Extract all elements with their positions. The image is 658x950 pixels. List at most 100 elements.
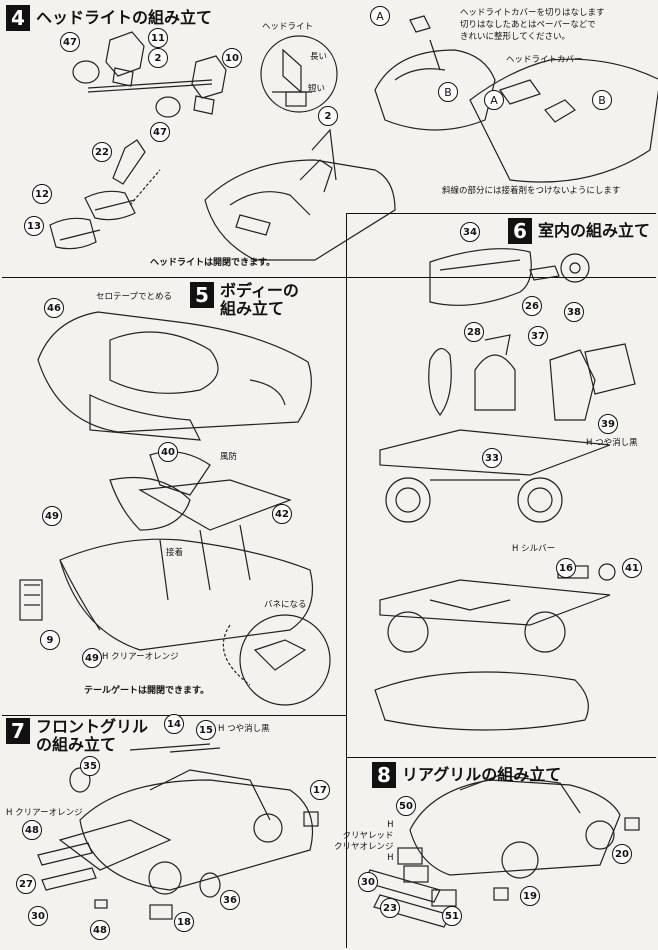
callout-49: 49	[42, 506, 62, 526]
step-6-title: 室内の組み立て	[538, 221, 651, 240]
body-with-hood	[37, 311, 312, 441]
callout-A: A	[370, 6, 390, 26]
headlight-detail	[260, 35, 338, 113]
cover-instruction-2: 切りはなしたあとはペーパーなどで	[460, 20, 596, 30]
short-label: 短い	[308, 84, 326, 94]
paint-code-16: H シルバー	[512, 544, 555, 555]
callout-36: 36	[220, 890, 240, 910]
headlight-cover-label: ヘッドライトカバー	[506, 55, 583, 65]
callout-47: 47	[150, 122, 170, 142]
callout-22: 22	[92, 142, 112, 162]
callout-46: 46	[44, 298, 64, 318]
step-7-title: フロントグリル の組み立て	[36, 718, 148, 754]
callout-18: 18	[174, 912, 194, 932]
step-4-header: 4 ヘッドライトの組み立て	[6, 5, 212, 31]
silver-label: シルバー	[521, 544, 556, 554]
callout-16: 16	[556, 558, 576, 578]
headlight-parts	[49, 31, 227, 250]
callout-23: 23	[380, 898, 400, 918]
callout-B: B	[592, 90, 612, 110]
callout-49: 49	[82, 648, 102, 668]
seats-parts	[428, 334, 636, 421]
callout-26: 26	[522, 296, 542, 316]
callout-40: 40	[158, 442, 178, 462]
chassis-upper	[379, 429, 611, 523]
headlight-opens-note: ヘッドライトは開閉できます。	[150, 258, 276, 268]
callout-39: 39	[598, 414, 618, 434]
step-5-title: ボディーの 組み立て	[220, 282, 299, 318]
step-5-title-line-2: 組み立て	[220, 299, 285, 318]
step-8-header: 8 リアグリルの組み立て	[372, 762, 561, 788]
callout-37: 37	[528, 326, 548, 346]
callout-33: 33	[482, 448, 502, 468]
callout-50: 50	[396, 796, 416, 816]
callout-17: 17	[310, 780, 330, 800]
callout-11: 11	[148, 28, 168, 48]
spring-label: バネになる	[264, 600, 307, 610]
callout-15: 15	[196, 720, 216, 740]
front-car	[37, 743, 319, 920]
cover-instruction-1: ヘッドライトカバーを切りはなします	[460, 8, 605, 18]
clear-orange-label: クリアーオレンジ	[15, 808, 83, 818]
callout-14: 14	[164, 714, 184, 734]
callout-51: 51	[442, 906, 462, 926]
callout-A: A	[484, 90, 504, 110]
tailgate-opens-note: テールゲートは開閉できます。	[84, 686, 210, 696]
callout-35: 35	[80, 756, 100, 776]
callout-27: 27	[16, 874, 36, 894]
step-6-header: 6 室内の組み立て	[508, 218, 650, 244]
body-top-view	[374, 15, 658, 183]
h-code: H	[6, 808, 13, 818]
callout-41: 41	[622, 558, 642, 578]
long-label: 長い	[310, 52, 328, 62]
callout-13: 13	[24, 216, 44, 236]
no-glue-note: 斜線の部分には接着剤をつけないようにします	[442, 186, 621, 196]
body-exploded	[19, 451, 314, 651]
step-5-header: 5 ボディーの 組み立て	[190, 282, 299, 318]
h-code: H	[512, 544, 519, 554]
step-8-number: 8	[372, 762, 396, 788]
callout-42: 42	[272, 504, 292, 524]
callout-48: 48	[22, 820, 42, 840]
callout-47: 47	[60, 32, 80, 52]
h-code: H	[586, 438, 593, 448]
callout-19: 19	[520, 886, 540, 906]
paint-code-48: H クリアーオレンジ	[6, 808, 83, 819]
h-code: H	[218, 724, 225, 734]
windbreak-label: 風防	[220, 452, 238, 462]
matte-black-label: つや消し黒	[595, 438, 638, 448]
step-7-header: 7 フロントグリル の組み立て	[6, 718, 148, 754]
step-8-title: リアグリルの組み立て	[402, 765, 562, 784]
clear-orange-label: クリアーオレンジ	[111, 652, 179, 662]
callout-34: 34	[460, 222, 480, 242]
callout-48: 48	[90, 920, 110, 940]
step-4-title: ヘッドライトの組み立て	[36, 8, 213, 27]
callout-38: 38	[564, 302, 584, 322]
car-front-headlight	[204, 128, 396, 261]
spring-detail	[222, 614, 331, 706]
callout-28: 28	[464, 322, 484, 342]
matte-black-label: つや消し黒	[227, 724, 270, 734]
step-5-number: 5	[190, 282, 214, 308]
callout-20: 20	[612, 844, 632, 864]
h-code: H	[102, 652, 109, 662]
paint-code-39: H つや消し黒	[586, 438, 638, 449]
step-7-title-line-2: の組み立て	[36, 735, 117, 754]
paint-code-15: H つや消し黒	[218, 724, 270, 735]
h-code: H	[387, 853, 394, 863]
callout-10: 10	[222, 48, 242, 68]
step-7-number: 7	[6, 718, 30, 744]
callout-2: 2	[318, 106, 338, 126]
step-6-number: 6	[508, 218, 532, 244]
glue-label: 接着	[166, 548, 184, 558]
chassis-lower	[374, 563, 616, 731]
cover-instruction-3: きれいに整形してください。	[460, 32, 570, 42]
callout-B: B	[438, 82, 458, 102]
step-5-title-line-1: ボディーの	[220, 281, 299, 300]
callout-30: 30	[358, 872, 378, 892]
cellotape-note: セロテープでとめる	[96, 292, 172, 302]
paint-code-49: H クリアーオレンジ	[102, 652, 179, 663]
h-code: H	[387, 820, 394, 830]
step-7-title-line-1: フロントグリル	[36, 717, 149, 736]
